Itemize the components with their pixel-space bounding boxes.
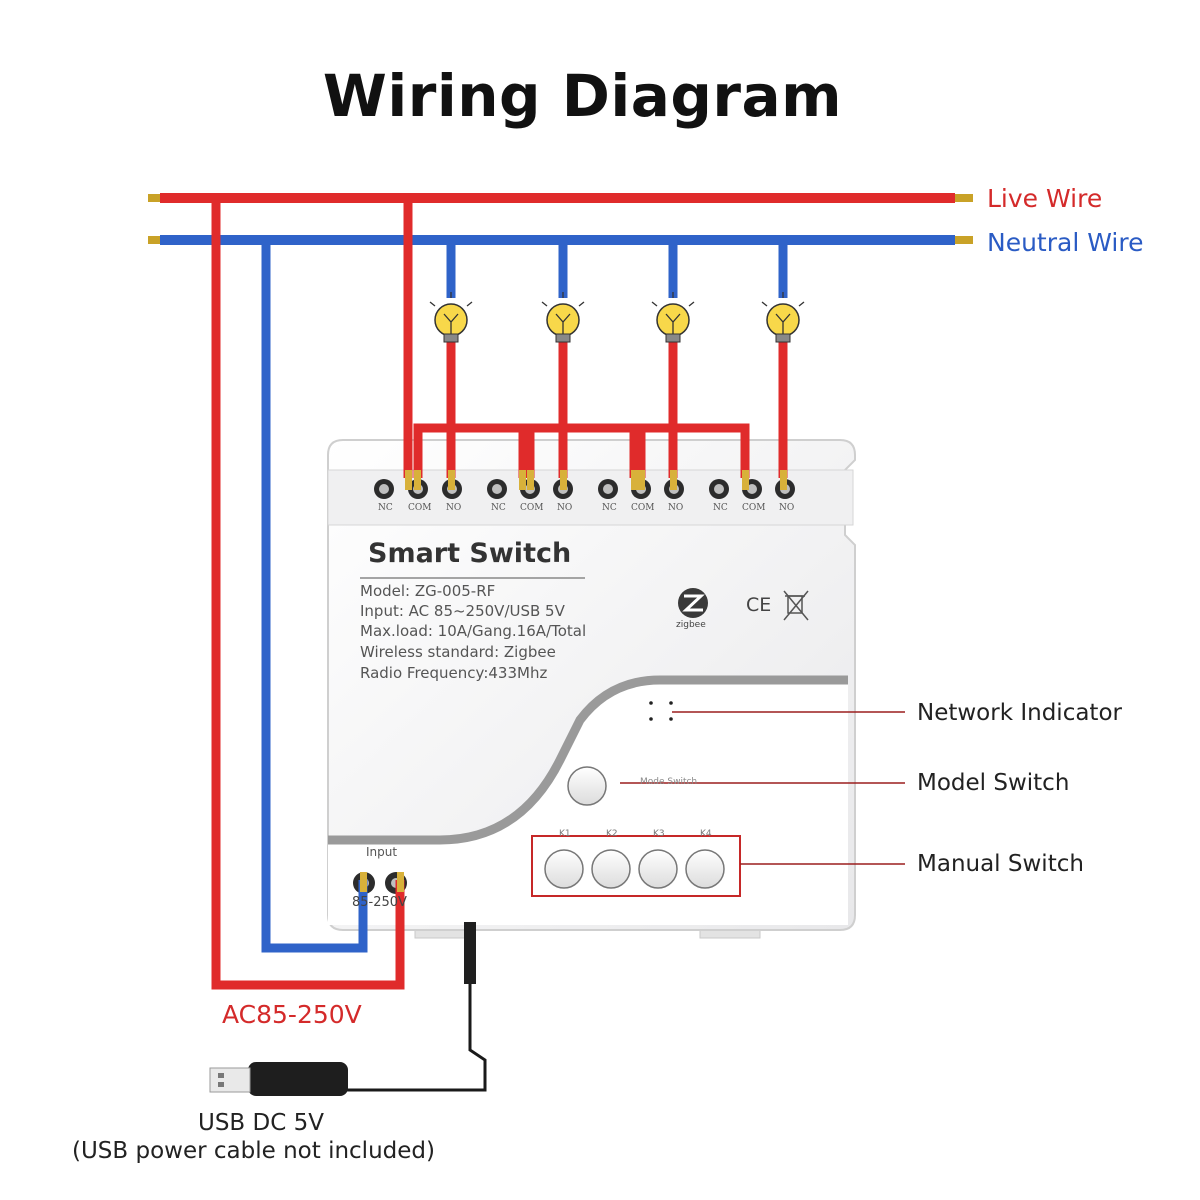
manual-switch-buttons bbox=[531, 835, 741, 897]
terminal-label-nc: NC bbox=[378, 503, 393, 513]
device-title: Smart Switch bbox=[368, 538, 572, 569]
network-indicator-led bbox=[649, 701, 673, 721]
spec-wireless: Wireless standard: Zigbee bbox=[360, 643, 556, 661]
terminal-label-no: NO bbox=[557, 503, 573, 513]
light-bulb-icon-3 bbox=[651, 292, 695, 343]
callout-manual-switch: Manual Switch bbox=[917, 851, 1084, 877]
diagram-title: Wiring Diagram bbox=[322, 62, 843, 130]
usb-note: (USB power cable not included) bbox=[72, 1138, 435, 1164]
light-bulb-icon-4 bbox=[761, 292, 805, 343]
zigbee-label: zigbee bbox=[676, 620, 706, 630]
spec-input: Input: AC 85~250V/USB 5V bbox=[360, 602, 565, 620]
mode-switch-label: Mode Switch bbox=[640, 777, 698, 787]
terminal-label-com: COM bbox=[408, 503, 432, 513]
manual-switch-k2[interactable] bbox=[591, 849, 631, 889]
zigbee-logo bbox=[678, 588, 708, 618]
terminal-label-com: COM bbox=[520, 503, 544, 513]
supply-wires bbox=[211, 198, 405, 990]
key-label-k3: K3 bbox=[653, 829, 665, 839]
ce-mark: CE bbox=[746, 594, 772, 616]
key-label-k4: K4 bbox=[700, 829, 712, 839]
terminal-nc-2 bbox=[487, 479, 507, 499]
terminal-nc-3 bbox=[598, 479, 618, 499]
live-bus-wire bbox=[148, 193, 973, 203]
usb-cable bbox=[209, 922, 487, 1096]
input-range-label: 85-250V bbox=[352, 895, 407, 910]
terminal-label-com: COM bbox=[631, 503, 655, 513]
key-label-k1: K1 bbox=[559, 829, 571, 839]
manual-switch-k1[interactable] bbox=[544, 849, 584, 889]
manual-switch-k4[interactable] bbox=[685, 849, 725, 889]
callout-network-indicator: Network Indicator bbox=[917, 700, 1122, 726]
terminal-label-com: COM bbox=[742, 503, 766, 513]
input-label: Input bbox=[366, 845, 398, 859]
mode-switch-button[interactable] bbox=[567, 766, 607, 806]
terminal-label-nc: NC bbox=[602, 503, 617, 513]
terminal-label-nc: NC bbox=[713, 503, 728, 513]
spec-radio-frequency: Radio Frequency:433Mhz bbox=[360, 664, 548, 682]
light-bulb-icon-2 bbox=[541, 292, 585, 343]
smart-switch-device bbox=[327, 439, 856, 939]
manual-switch-k3[interactable] bbox=[638, 849, 678, 889]
light-bulb-icon-1 bbox=[429, 292, 473, 343]
usb-label: USB DC 5V bbox=[198, 1110, 324, 1136]
callout-model-switch: Model Switch bbox=[917, 770, 1070, 796]
terminal-wire-tips bbox=[360, 470, 787, 892]
spec-max-load: Max.load: 10A/Gang.16A/Total bbox=[360, 622, 587, 640]
spec-model: Model: ZG-005-RF bbox=[360, 582, 496, 600]
key-label-k2: K2 bbox=[606, 829, 618, 839]
terminal-nc-4 bbox=[709, 479, 729, 499]
com-live-feed bbox=[403, 198, 750, 478]
terminal-label-no: NO bbox=[668, 503, 684, 513]
supply-voltage-label: AC85-250V bbox=[222, 1000, 362, 1029]
terminal-label-no: NO bbox=[779, 503, 795, 513]
terminal-label-nc: NC bbox=[491, 503, 506, 513]
neutral-wire-label: Neutral Wire bbox=[987, 228, 1144, 257]
terminal-label-no: NO bbox=[446, 503, 462, 513]
lamp-circuits bbox=[446, 240, 788, 478]
callout-lines bbox=[620, 711, 905, 865]
terminal-nc-1 bbox=[374, 479, 394, 499]
live-wire-label: Live Wire bbox=[987, 184, 1103, 213]
neutral-bus-wire bbox=[148, 235, 973, 245]
weee-bin-icon bbox=[783, 590, 809, 621]
